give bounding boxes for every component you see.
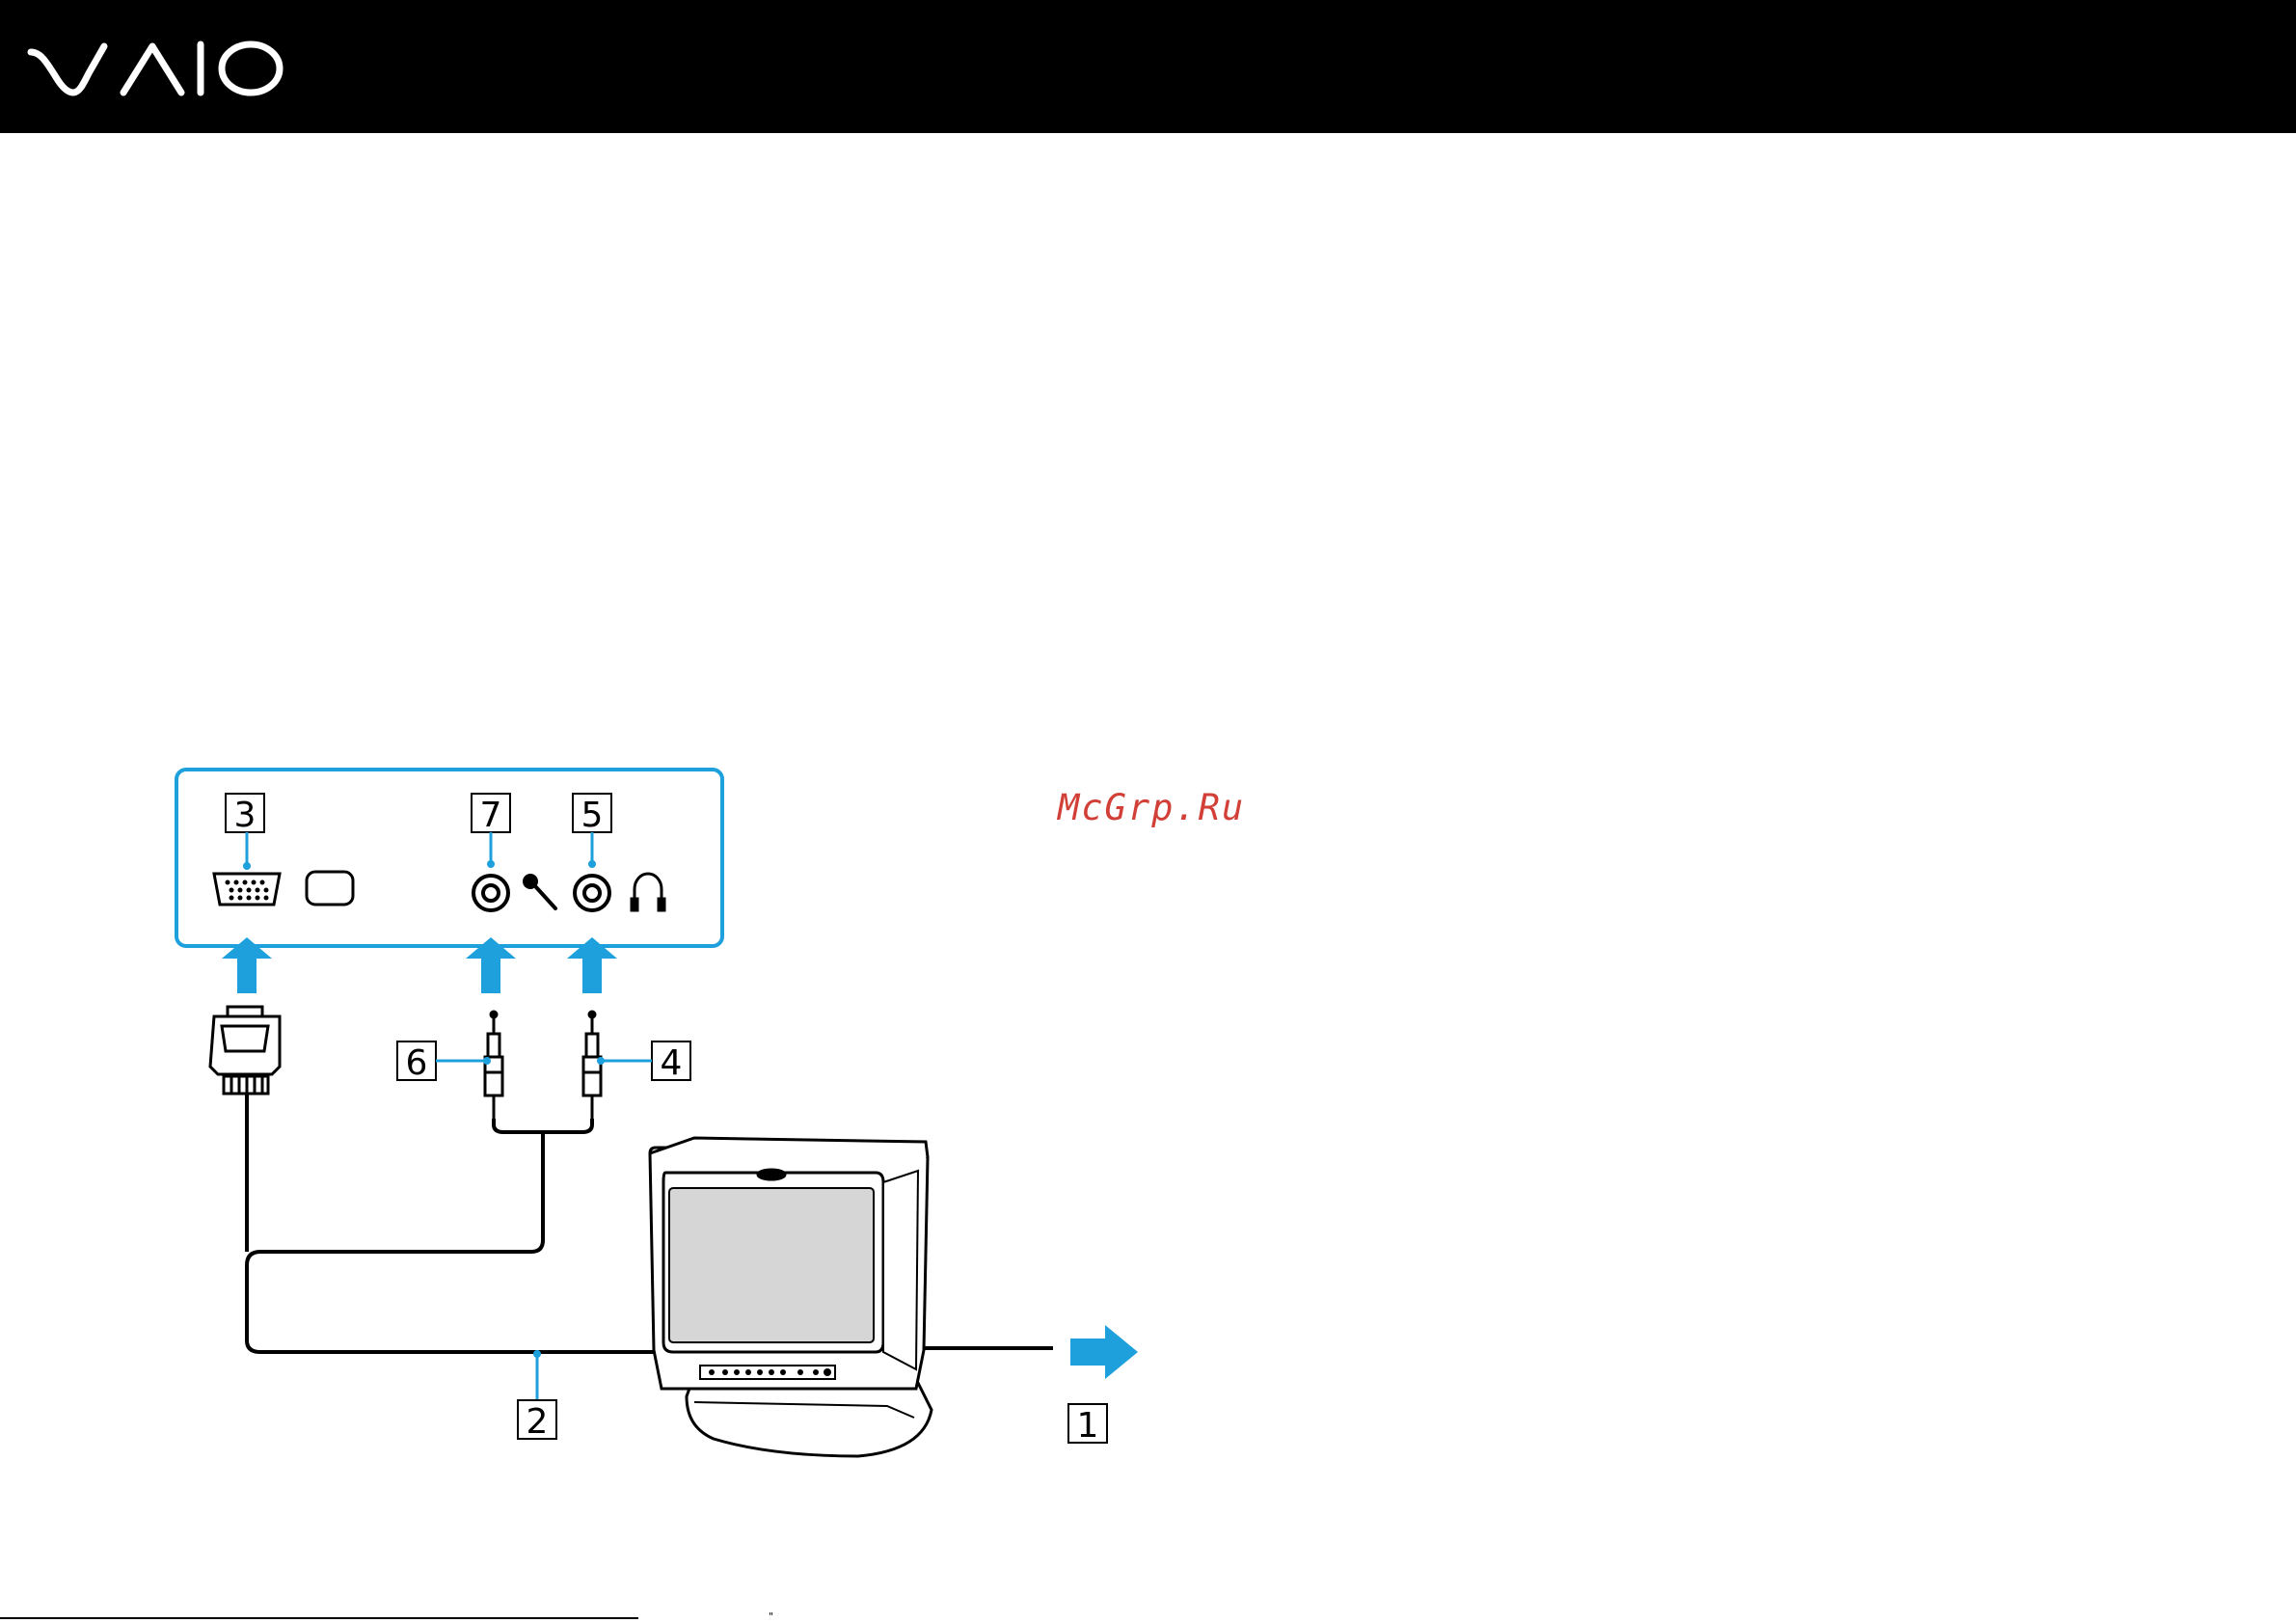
callout-5-label: 5 — [581, 796, 604, 835]
callout-2-label: 2 — [527, 1402, 549, 1442]
microphone-icon — [523, 874, 555, 908]
callout-3: 3 — [226, 794, 264, 870]
callout-6-label: 6 — [406, 1043, 428, 1083]
callout-7: 7 — [472, 794, 510, 868]
headphone-jack — [575, 876, 609, 910]
vga-plug — [210, 1007, 280, 1094]
footer-rule — [0, 1617, 638, 1619]
callout-6: 6 — [397, 1041, 491, 1083]
callout-7-label: 7 — [480, 796, 502, 835]
monitor-icon — [307, 872, 353, 905]
callout-4: 4 — [597, 1041, 690, 1083]
callout-4-label: 4 — [661, 1043, 683, 1083]
callout-1: 1 — [1068, 1404, 1107, 1446]
callout-2: 2 — [518, 1350, 556, 1442]
callout-5: 5 — [573, 794, 611, 868]
headphones-icon — [632, 874, 664, 910]
audio-plug-headphone — [583, 1012, 601, 1119]
mic-jack — [473, 876, 508, 910]
footer-mark: " — [769, 1610, 773, 1623]
vga-port — [214, 874, 280, 905]
callout-3-label: 3 — [234, 796, 257, 835]
crt-monitor — [650, 1138, 932, 1456]
callout-1-label: 1 — [1077, 1406, 1099, 1446]
audio-plug-mic — [485, 1012, 502, 1119]
arrow-right-icon — [1070, 1325, 1138, 1379]
